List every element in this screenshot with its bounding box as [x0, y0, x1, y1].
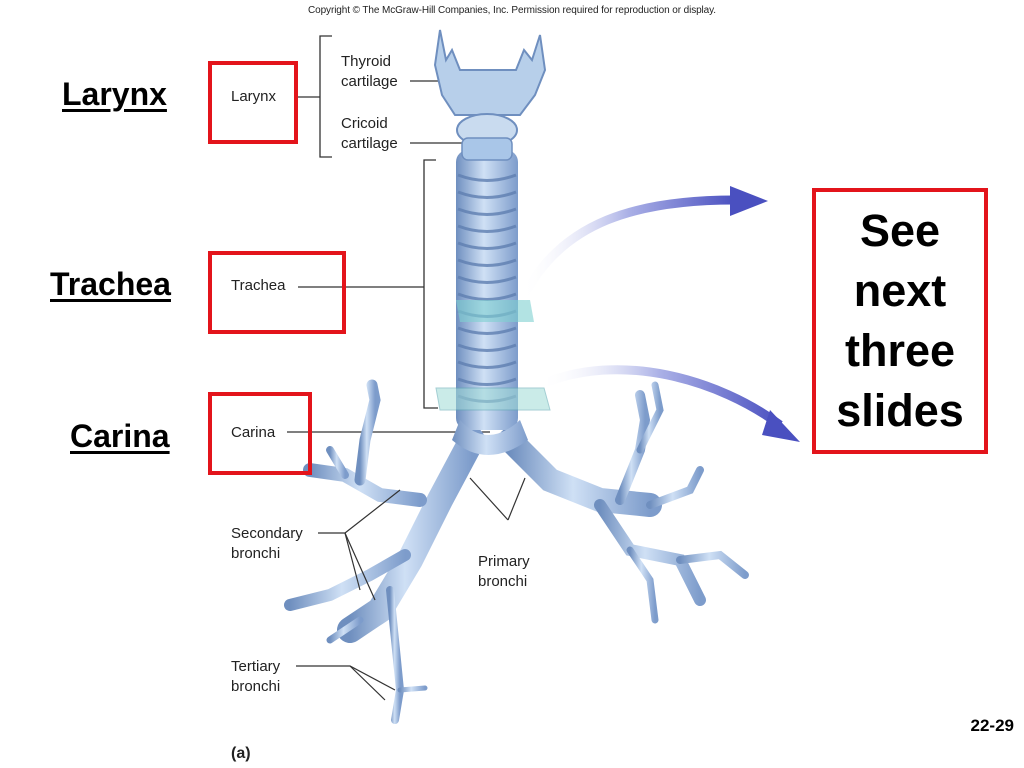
carina-highlight-box [208, 392, 312, 475]
copyright-notice: Copyright © The McGraw-Hill Companies, I… [308, 5, 716, 16]
upper-arrow-head [730, 186, 768, 216]
lower-arrow-head [762, 410, 800, 442]
trachea-section-plane [456, 300, 534, 322]
secondary-leader-3 [344, 532, 376, 601]
callout-line-2: next [853, 265, 947, 316]
carina-heading: Carina [70, 418, 170, 454]
primary-leader-left [469, 477, 509, 521]
tertiary-leader-1 [296, 665, 396, 691]
right-bronchial-tree [498, 381, 749, 624]
left-bronchial-tree [284, 379, 485, 724]
carina-section-plane [435, 387, 551, 411]
slide-number: 22-29 [970, 716, 1014, 735]
carina-label: Carina [231, 424, 276, 441]
larynx-label: Larynx [231, 88, 277, 105]
trachea-heading: Trachea [50, 266, 171, 302]
secondary-leader-2 [344, 532, 361, 591]
primary-leader-right [507, 477, 526, 521]
figure-letter: (a) [231, 745, 251, 762]
lower-arrow-shaft [538, 365, 783, 429]
trachea-label: Trachea [231, 277, 286, 294]
trachea-bracket [298, 159, 438, 409]
callout-line-3: three [844, 325, 956, 376]
larynx-heading: Larynx [62, 76, 167, 112]
trachea-highlight-box [208, 251, 346, 334]
callout-line-4: slides [836, 385, 964, 436]
tertiary-leader-2 [349, 665, 386, 701]
upper-arrow-shaft [517, 195, 736, 302]
callout-line-1: See [859, 205, 941, 256]
larynx-shape [433, 29, 547, 161]
larynx-highlight-box [208, 61, 298, 144]
see-next-slides-callout: See next three slides [812, 188, 988, 454]
